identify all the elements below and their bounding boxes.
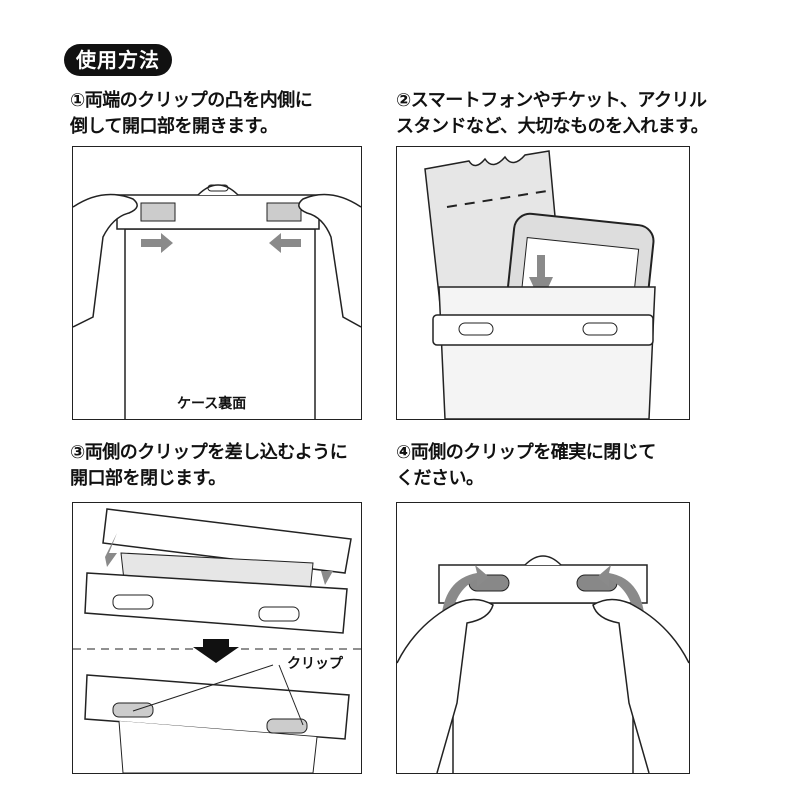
lock-clips-drawing — [397, 555, 689, 773]
clip-label: クリップ — [287, 656, 343, 672]
step-2-illustration — [396, 146, 690, 420]
section-title-badge: 使用方法 — [64, 44, 172, 76]
open-case-drawing — [73, 184, 361, 419]
step-3-illustration: クリップ — [72, 502, 362, 774]
step-4-text: ④両側のクリップを確実に閉じて ください。 — [396, 442, 656, 489]
step-2-text: ②スマートフォンやチケット、アクリル スタンドなど、大切なものを入れます。 — [396, 90, 709, 137]
close-case-drawing — [73, 508, 361, 773]
step-3-text: ③両側のクリップを差し込むように 開口部を閉じます。 — [70, 442, 348, 489]
case-back-label: ケース裏面 — [177, 396, 247, 412]
step-1-text: ①両端のクリップの凸を内側に 倒して開口部を開きます。 — [70, 90, 313, 137]
step-4-illustration — [396, 502, 690, 774]
step-1-illustration: ケース裏面 — [72, 146, 362, 420]
insert-items-drawing — [424, 150, 656, 419]
